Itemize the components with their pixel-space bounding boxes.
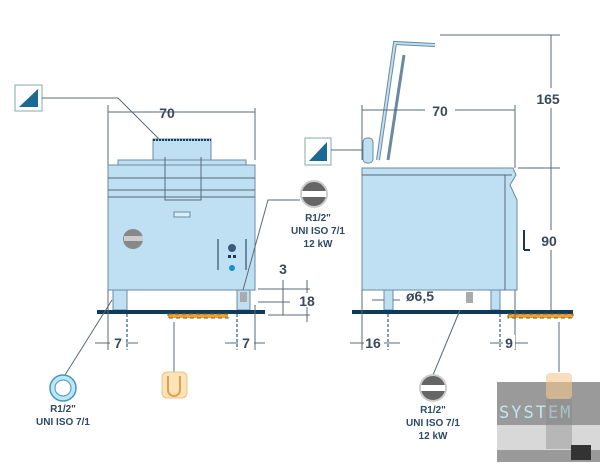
control-knob-icon bbox=[228, 244, 236, 252]
gas-power-label: 12 kW bbox=[419, 431, 448, 442]
dim-right-7: 7 bbox=[242, 335, 250, 351]
drain-channel bbox=[507, 313, 574, 319]
kettle-body-side bbox=[361, 167, 518, 291]
electric-icon bbox=[14, 84, 43, 112]
side-width-dim: 70 bbox=[432, 103, 448, 119]
leg bbox=[112, 289, 128, 311]
tilt-wheel-icon bbox=[123, 229, 143, 249]
gas-power-label: 12 kW bbox=[304, 239, 333, 250]
watermark-text: SYSTEM bbox=[499, 403, 572, 423]
kettle-tank bbox=[152, 138, 212, 164]
drain-icon bbox=[161, 371, 188, 399]
front-view: 70 3 18 bbox=[14, 84, 345, 428]
side-view: 70 ø6,5 165 90 16 9 R1 bbox=[304, 34, 574, 442]
dim-9: 9 bbox=[505, 335, 513, 351]
gas-thread-label: R1/2" bbox=[420, 405, 446, 416]
kettle-body bbox=[107, 164, 256, 291]
leg bbox=[490, 289, 501, 311]
drain-channel bbox=[167, 313, 229, 319]
water-thread-label: R1/2" bbox=[50, 404, 76, 415]
electric-icon bbox=[304, 137, 332, 166]
indicator-light-icon bbox=[229, 265, 235, 271]
dim-16: 16 bbox=[365, 335, 381, 351]
dim-90: 90 bbox=[541, 233, 557, 249]
drain-icon bbox=[546, 373, 572, 399]
leader-line bbox=[42, 97, 161, 141]
dim-165: 165 bbox=[536, 91, 560, 107]
gas-standard-label: UNI ISO 7/1 bbox=[291, 226, 345, 237]
leg-diameter-dim: ø6,5 bbox=[406, 288, 434, 304]
water-standard-label: UNI ISO 7/1 bbox=[36, 417, 90, 428]
dim-left-7: 7 bbox=[114, 335, 122, 351]
gas-thread-label: R1/2" bbox=[305, 213, 331, 224]
water-connection-icon bbox=[49, 374, 77, 402]
front-width-dim: 70 bbox=[159, 105, 175, 121]
leg bbox=[383, 289, 394, 311]
watermark-logo: SYSTEM bbox=[497, 373, 600, 462]
tilt-handle bbox=[164, 157, 202, 201]
gas-standard-label: UNI ISO 7/1 bbox=[406, 418, 460, 429]
dim-3: 3 bbox=[279, 261, 287, 277]
gas-connection-icon bbox=[419, 374, 447, 402]
dim-18: 18 bbox=[299, 293, 315, 309]
gas-connection-icon bbox=[300, 180, 328, 208]
